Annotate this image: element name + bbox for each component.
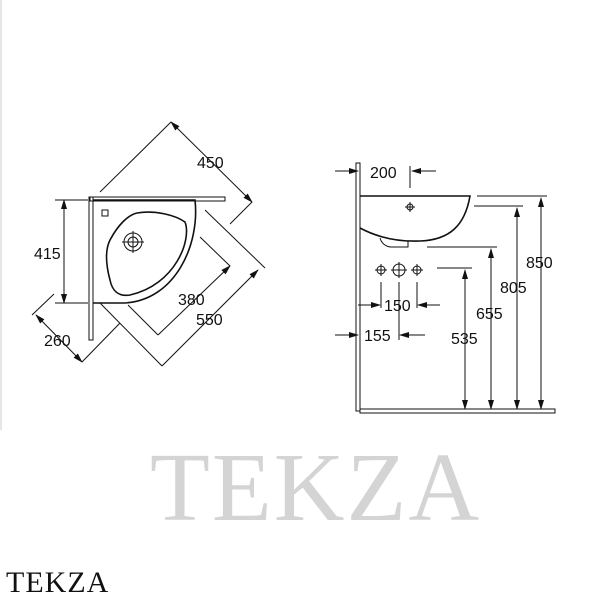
plan-view: 415 450 380 550 260 (31, 121, 266, 367)
floor (359, 408, 556, 414)
basin-bowl (105, 211, 188, 297)
waste-outlet (379, 237, 409, 248)
fixing-holes (375, 262, 423, 278)
side-view: 200 150 155 535 655 805 850 (335, 162, 556, 414)
dim-200: 200 (370, 165, 397, 182)
basin-outline (93, 199, 197, 304)
watermark: TEKZA (150, 434, 481, 542)
wall-left (88, 196, 94, 341)
dim-850: 850 (526, 255, 553, 272)
dim-550: 550 (196, 312, 223, 329)
dim-260: 260 (44, 333, 71, 350)
wall (355, 162, 361, 412)
dim-415: 415 (34, 246, 61, 263)
dim-450: 450 (197, 155, 224, 172)
dim-150: 150 (384, 298, 411, 315)
basin-profile (359, 195, 471, 242)
dim-655: 655 (476, 306, 503, 323)
dim-155: 155 (364, 328, 391, 345)
tap-hole-icon (101, 209, 109, 217)
waste-icon (122, 231, 144, 253)
tap-hole-icon (405, 202, 415, 212)
brand-logo-text: TEKZA (6, 566, 110, 599)
dim-380: 380 (178, 292, 205, 309)
dim-535: 535 (451, 331, 478, 348)
dim-805: 805 (500, 280, 527, 297)
